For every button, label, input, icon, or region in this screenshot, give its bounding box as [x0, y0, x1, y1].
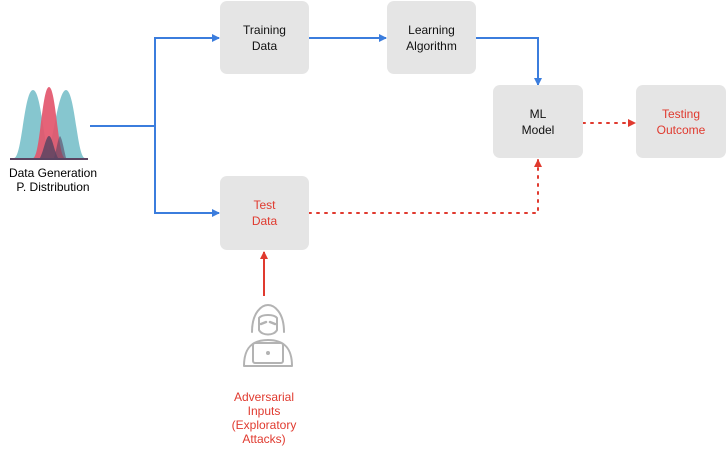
testing-outcome-label: Testing Outcome — [656, 106, 706, 137]
learning-algorithm-box: Learning Algorithm — [387, 1, 476, 74]
testing-outcome-box: Testing Outcome — [636, 85, 726, 158]
hacker-icon — [243, 304, 293, 367]
test-data-label: Test Data — [251, 198, 278, 228]
ml-model-label: ML Model — [521, 106, 555, 137]
edge-distribution-to-training-data — [154, 34, 220, 126]
training-data-label: Training Data — [243, 22, 286, 53]
ml-model-box: ML Model — [493, 85, 583, 158]
edge-distribution-to-test-data — [154, 126, 220, 217]
training-data-box: Training Data — [220, 1, 309, 74]
bell-curves-icon — [10, 87, 88, 160]
edge-test-data-to-model — [308, 159, 542, 214]
adversary-label: Adversarial Inputs (Exploratory Attacks) — [231, 390, 297, 446]
edge-learning-to-model — [476, 37, 542, 86]
distribution-label: Data Generation P. Distribution — [8, 166, 98, 194]
test-data-box: Test Data — [220, 176, 309, 250]
learning-algorithm-label: Learning Algorithm — [406, 22, 457, 53]
